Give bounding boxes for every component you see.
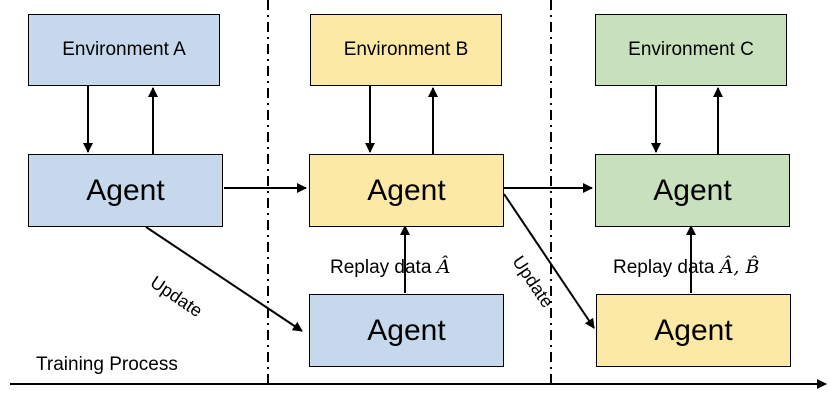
environment-c-box: Environment C [595,14,787,86]
environment-c-label: Environment C [628,39,754,60]
agent-bottom-c-label: Agent [654,313,733,347]
arrow-update-1 [145,226,303,332]
agent-c-label: Agent [653,173,732,207]
agent-b-label: Agent [367,173,446,207]
arrow-update-2 [503,193,595,329]
agent-b-box: Agent [309,154,504,227]
replay-label-c: Replay data Â, B̂ [613,256,760,278]
training-process-label: Training Process [36,354,178,375]
agent-a-label: Agent [86,173,165,207]
agent-c-box: Agent [595,154,790,227]
agent-a-box: Agent [28,154,223,227]
environment-b-label: Environment B [343,39,469,60]
environment-a-box: Environment A [28,14,220,86]
agent-bottom-b-box: Agent [309,294,504,367]
environment-a-label: Environment A [62,39,186,60]
replay-label-b: Replay data Â [330,256,451,278]
agent-bottom-b-label: Agent [367,313,446,347]
agent-bottom-c-box: Agent [596,294,791,367]
environment-b-box: Environment B [310,14,502,86]
